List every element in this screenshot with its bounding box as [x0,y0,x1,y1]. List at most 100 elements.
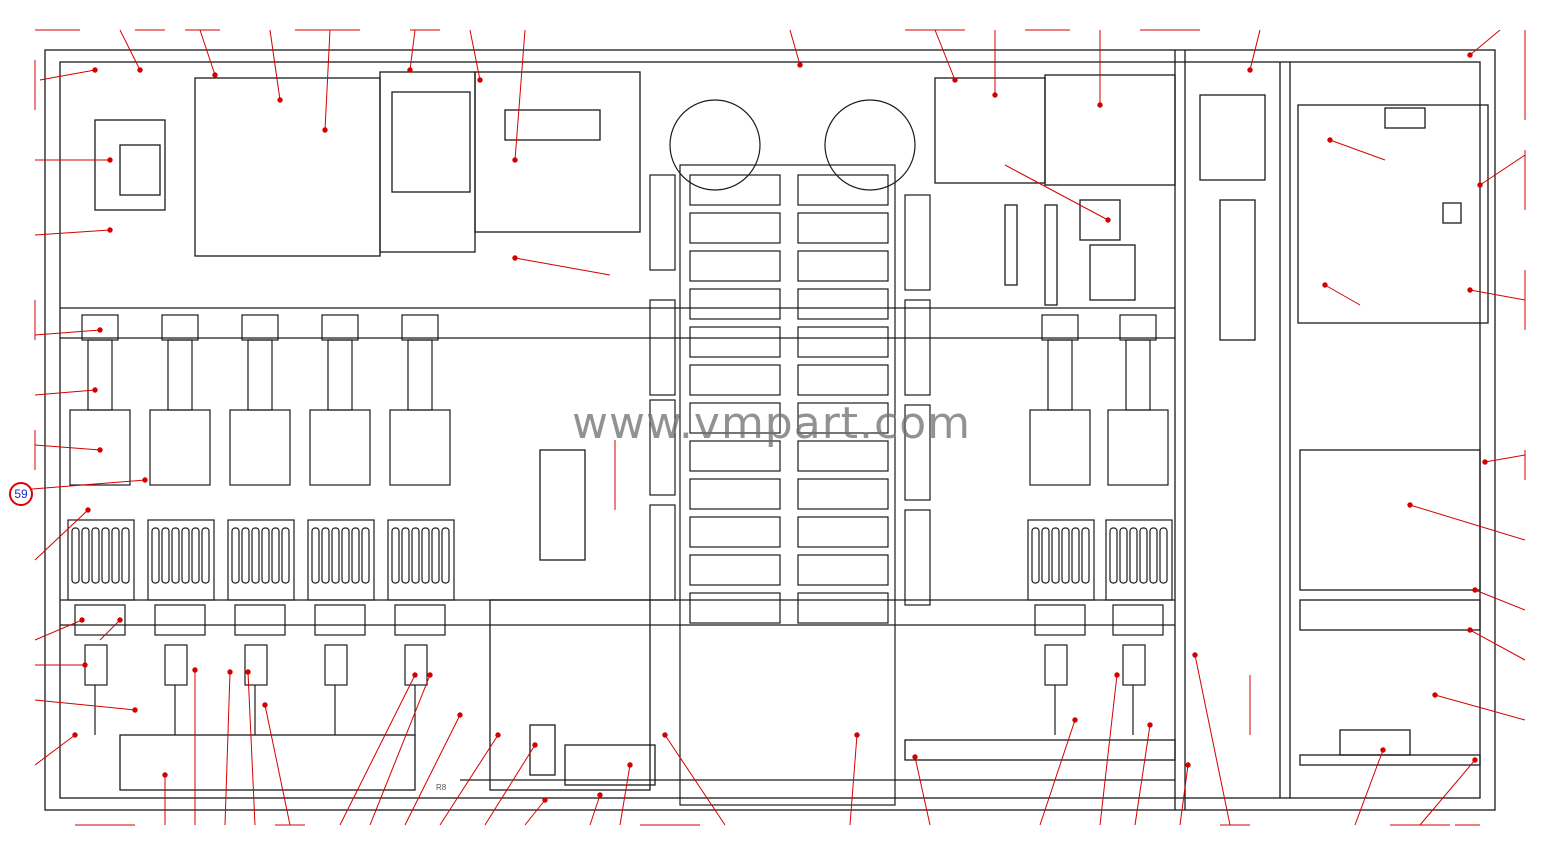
contact-finger [341,527,350,584]
central-heatsink-assembly [649,99,931,806]
leader-line [324,29,331,131]
leader-line [469,29,481,81]
heatsink-ring [669,99,761,191]
leader-dot [662,732,668,738]
leader-dot [1472,757,1478,763]
heatsink-fin [689,440,781,472]
actuator [84,644,108,686]
leader-dot [117,617,123,623]
leader-line [34,229,111,236]
contactor-shaft [327,339,353,411]
leader-line [1004,164,1109,221]
leader-dot [627,762,633,768]
contactor-contacts [1105,519,1173,601]
leader-dot [245,669,251,675]
contact-finger [161,527,170,584]
contactor-coil [309,409,371,486]
actuator [1044,644,1068,686]
leader-line [619,764,631,826]
leader-line [484,744,536,826]
contact-finger [91,527,100,584]
heatsink-fin [689,174,781,206]
heatsink-fin [797,174,889,206]
heatsink-fin [689,516,781,548]
contact-finger [1081,527,1090,584]
contact-finger [351,527,360,584]
capacitor [649,504,676,601]
leader-line [934,29,956,81]
capacitor [904,509,931,606]
leader-line [369,674,431,826]
contact-finger [1041,527,1050,584]
leader-line [664,734,726,826]
contact-finger [201,527,210,584]
heatsink-fin [797,478,889,510]
contact-finger [1061,527,1070,584]
terminal-block [1119,314,1157,341]
leader-dot [132,707,138,713]
contact-finger [1071,527,1080,584]
bracket [74,604,126,636]
leader-dot [1472,587,1478,593]
leader-dot [79,617,85,623]
contact-finger [101,527,110,584]
bracket [1034,604,1086,636]
leader-dot [477,77,483,83]
leader-line [1469,289,1526,301]
heatsink-ring [824,99,916,191]
heatsink-fin [689,326,781,358]
heatsink-body [679,164,896,806]
leader-dot [82,662,88,668]
leader-line [849,734,858,826]
leader-line [39,69,96,81]
leader-line [1329,139,1386,161]
bracket [234,604,286,636]
contactor-shaft [167,339,193,411]
leader-line [1484,454,1526,463]
leader-dot [322,127,328,133]
contact-finger [331,527,340,584]
contact-finger [281,527,290,584]
leader-dot [412,672,418,678]
leader-line [514,257,611,276]
leader-line [1194,654,1231,826]
contact-finger [231,527,240,584]
contact-finger [1109,527,1118,584]
leader-line [269,29,281,101]
terminal-block [1041,314,1079,341]
leader-dot [85,507,91,513]
contact-finger [121,527,130,584]
contact-finger [241,527,250,584]
leader-line [404,714,461,826]
contactor-shaft [87,339,113,411]
heatsink-fin [797,592,889,624]
leader-dot [1192,652,1198,658]
leader-line [1099,674,1118,826]
capacitor [904,194,931,291]
leader-line [34,329,101,336]
leader-line [1419,759,1476,826]
leader-dot [512,157,518,163]
leader-line [34,734,76,766]
leader-line [224,671,231,826]
leader-line [1469,29,1501,56]
contact-finger [1139,527,1148,584]
contactor-contacts [227,519,295,601]
leader-line [34,444,101,451]
heatsink-fin [689,212,781,244]
leader-line [1039,719,1076,826]
leader-line [99,619,121,641]
heatsink-fin [797,440,889,472]
cabinet-frame [44,49,1496,811]
component-label: R8 [436,783,447,792]
contactor-contacts [387,519,455,601]
contact-finger [111,527,120,584]
contact-finger [1159,527,1168,584]
leader-line [34,619,83,641]
contact-finger [151,527,160,584]
leader-line [589,794,601,826]
leader-dot [277,97,283,103]
callout-badge: 59 [9,482,33,506]
leader-dot [1185,762,1191,768]
terminal-block [401,314,439,341]
